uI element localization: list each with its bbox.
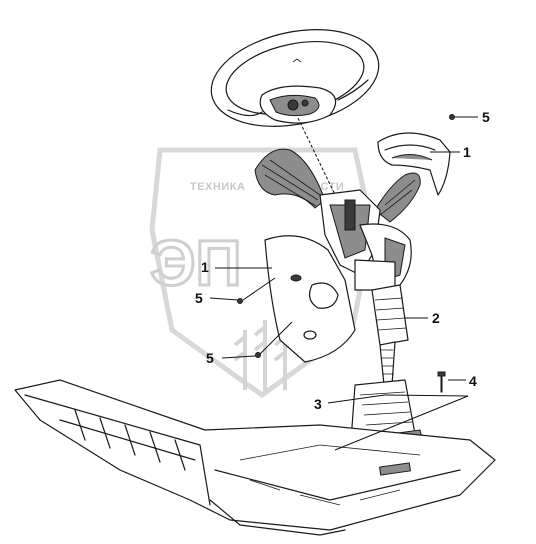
callout-label-4: 4 [469, 373, 477, 389]
screw-left-lower [255, 352, 261, 358]
steering-column [319, 189, 412, 291]
right-switch-stalk [374, 172, 421, 223]
leader-lines [209, 116, 478, 451]
watermark-top-text: ТЕХНИКА [190, 181, 245, 193]
watermark-logo-text: ЭП [150, 227, 242, 299]
bolt-right [437, 371, 446, 393]
axis-line [297, 117, 341, 206]
left-switch-stalk [254, 148, 326, 209]
lower-column-shroud [264, 235, 356, 363]
column-boot [371, 284, 409, 386]
floor-panel [14, 379, 496, 536]
screw-top-right [449, 114, 455, 120]
callout-label-5-top: 5 [482, 109, 490, 125]
steering-wheel [210, 29, 380, 127]
callout-label-5-left-upper: 5 [195, 290, 203, 306]
callout-label-5-left-lower: 5 [206, 350, 214, 366]
callout-label-3: 3 [314, 396, 322, 412]
callout-label-1-left: 1 [201, 259, 209, 275]
callout-label-1-right: 1 [463, 144, 471, 160]
screw-left-upper [237, 298, 243, 304]
upper-column-shroud [377, 132, 451, 196]
callout-label-2: 2 [432, 310, 440, 326]
